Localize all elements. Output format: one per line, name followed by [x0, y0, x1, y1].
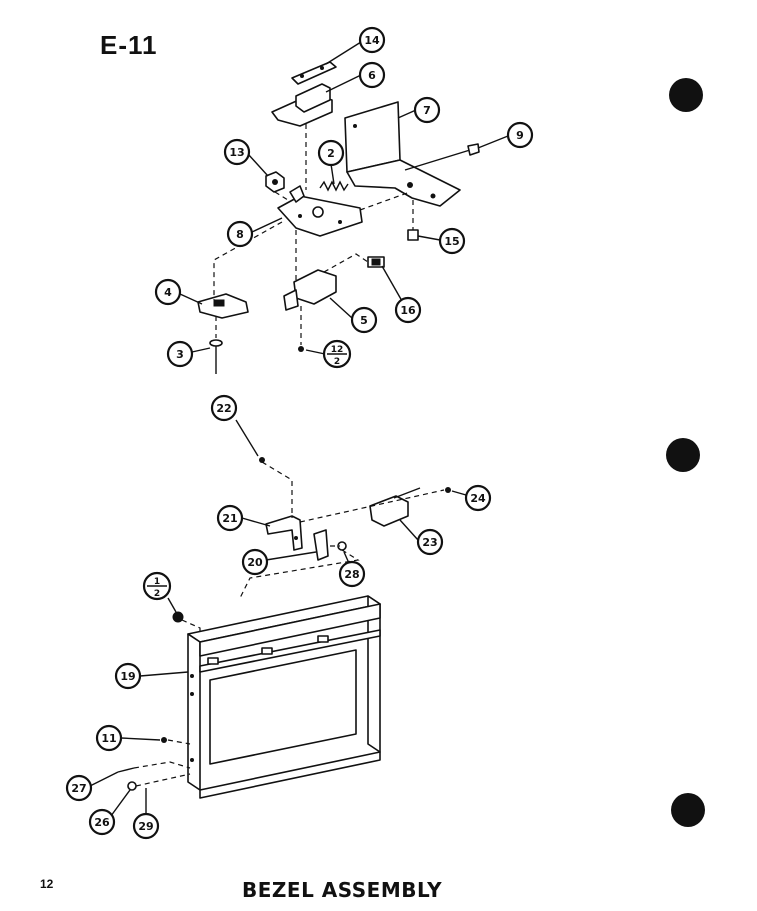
callout-22: 22: [210, 394, 238, 422]
part-27-screw: [117, 767, 135, 773]
punch-hole-bottom: [671, 793, 705, 827]
part-2-spring: [319, 180, 349, 192]
callout-12-top-label: 12: [331, 345, 344, 355]
callout-29: 29: [132, 812, 160, 840]
part-5-switch: [283, 269, 337, 311]
part-9-screw: [404, 143, 480, 171]
callout-5: 5: [350, 306, 378, 334]
callout-12-2: 12 2: [322, 339, 352, 369]
part-16-connector: [367, 256, 385, 268]
punch-hole-top: [669, 78, 703, 112]
callout-24-label: 24: [470, 492, 486, 505]
callout-1-2: 1 2: [142, 571, 172, 601]
page-code: E-11: [100, 30, 158, 60]
callout-16-label: 16: [400, 304, 416, 317]
part-21-bracket: [265, 515, 303, 551]
callout-19-label: 19: [120, 670, 135, 683]
callout-23: 23: [416, 528, 444, 556]
callout-20-label: 20: [247, 556, 263, 569]
part-7-bracket: [344, 101, 461, 207]
callout-13-label: 13: [229, 146, 244, 159]
callout-29-label: 29: [138, 820, 153, 833]
callout-4: 4: [154, 278, 182, 306]
part-8-base-plate: [277, 185, 363, 237]
punch-hole-middle: [666, 438, 700, 472]
callout-9: 9: [506, 121, 534, 149]
callout-5-label: 5: [360, 314, 368, 327]
part-20-bracket: [313, 529, 329, 561]
callout-12-bottom-label: 2: [334, 357, 340, 367]
callout-20: 20: [241, 548, 269, 576]
callout-6-label: 6: [368, 69, 376, 82]
callout-14-label: 14: [364, 34, 380, 47]
callout-15-label: 15: [444, 235, 459, 248]
part-26-washer: [127, 781, 137, 791]
callout-16: 16: [394, 296, 422, 324]
part-22-screw: [235, 419, 265, 463]
diagram-title: BEZEL ASSEMBLY: [242, 878, 443, 902]
part-13-nut: [265, 171, 285, 193]
callout-22-label: 22: [216, 402, 231, 415]
callout-11-label: 11: [101, 732, 116, 745]
callout-6: 6: [358, 61, 386, 89]
callout-14: 14: [358, 26, 386, 54]
part-1-spring: [172, 611, 184, 623]
callout-19: 19: [114, 662, 142, 690]
part-23-switch: [369, 487, 421, 527]
part-4-bracket: [197, 293, 249, 319]
callout-9-label: 9: [516, 129, 524, 142]
callout-7-label: 7: [423, 104, 431, 117]
callout-8-label: 8: [236, 228, 244, 241]
callout-1-top-label: 1: [154, 577, 160, 587]
part-11-screw: [161, 737, 167, 743]
callout-3: 3: [166, 340, 194, 368]
callout-27: 27: [65, 774, 93, 802]
callout-3-label: 3: [176, 348, 184, 361]
callout-21-label: 21: [222, 512, 237, 525]
upper-assembly-lines: [213, 124, 414, 345]
part-19-bezel-frame: [187, 595, 381, 799]
callout-7: 7: [413, 96, 441, 124]
callout-1-bottom-label: 2: [154, 589, 160, 599]
callout-28-label: 28: [344, 568, 359, 581]
part-3-pin: [209, 339, 223, 374]
callout-23-label: 23: [422, 536, 437, 549]
page-number: 12: [40, 877, 54, 891]
callout-8: 8: [226, 220, 254, 248]
part-12-screw: [298, 346, 304, 352]
callout-26: 26: [88, 808, 116, 836]
callout-26-label: 26: [94, 816, 110, 829]
part-6-switch: [271, 83, 333, 127]
callout-13: 13: [223, 138, 251, 166]
callout-15: 15: [438, 227, 466, 255]
callout-11: 11: [95, 724, 123, 752]
callout-4-label: 4: [164, 286, 172, 299]
callout-28: 28: [338, 560, 366, 588]
callout-27-label: 27: [71, 782, 86, 795]
callout-24: 24: [464, 484, 492, 512]
callout-2-label: 2: [327, 147, 335, 160]
part-14-plate: [291, 61, 337, 85]
callout-21: 21: [216, 504, 244, 532]
callout-2: 2: [317, 139, 345, 167]
part-15-screw: [407, 229, 419, 241]
lower-frame-lines: [133, 739, 191, 787]
part-24-screw: [445, 487, 451, 493]
